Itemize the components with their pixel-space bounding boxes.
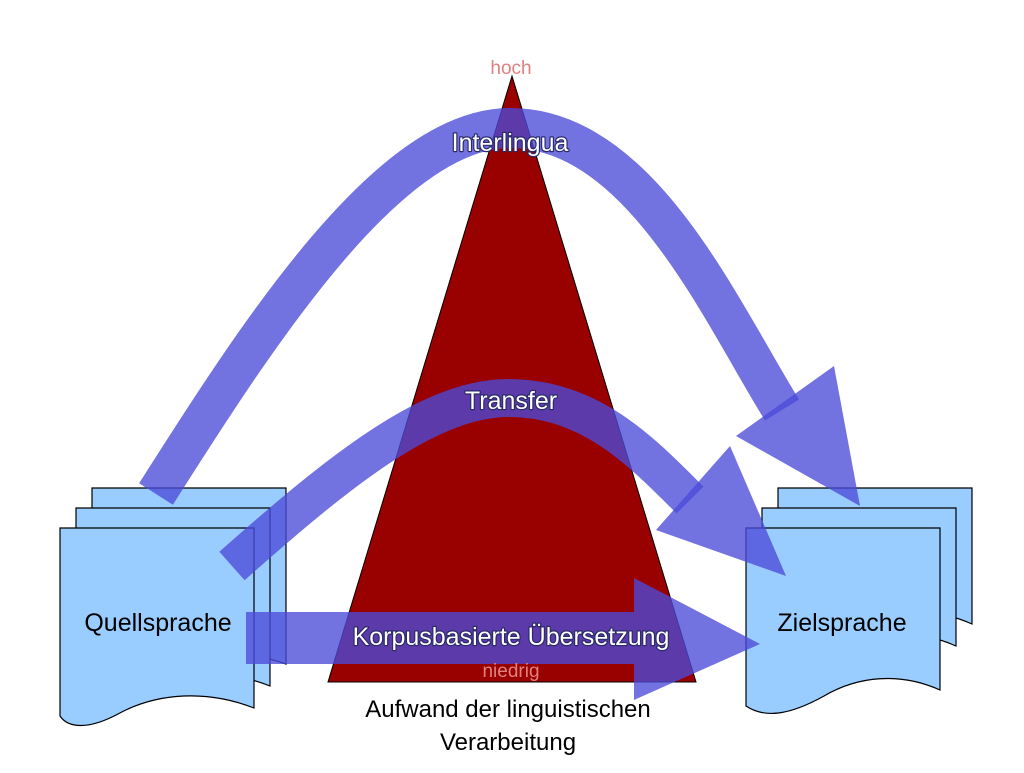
pyramid-top-label: hoch (490, 58, 531, 79)
effort-caption-line1: Aufwand der linguistischen (365, 696, 651, 723)
target-document-stack (745, 487, 973, 715)
target-document-front (745, 527, 941, 715)
transfer-arrow-shaft (219, 378, 704, 581)
interlingua-arrow-shaft (139, 107, 800, 505)
interlingua-label: Interlingua (452, 129, 569, 157)
source-document-front (59, 527, 255, 726)
transfer-arrow (219, 378, 786, 581)
source-language-label: Quellsprache (84, 609, 231, 637)
transfer-arrow-head (656, 446, 786, 576)
pyramid-bottom-label: niedrig (482, 661, 539, 682)
effort-caption-line2: Verarbeitung (440, 729, 576, 756)
target-language-label: Zielsprache (777, 609, 906, 637)
transfer-label: Transfer (465, 387, 557, 415)
interlingua-arrow-head (736, 366, 860, 506)
corpus-label: Korpusbasierte Übersetzung (353, 623, 670, 651)
processing-effort-pyramid (327, 74, 697, 683)
corpus-arrow (246, 578, 760, 700)
interlingua-arrow (139, 107, 860, 506)
